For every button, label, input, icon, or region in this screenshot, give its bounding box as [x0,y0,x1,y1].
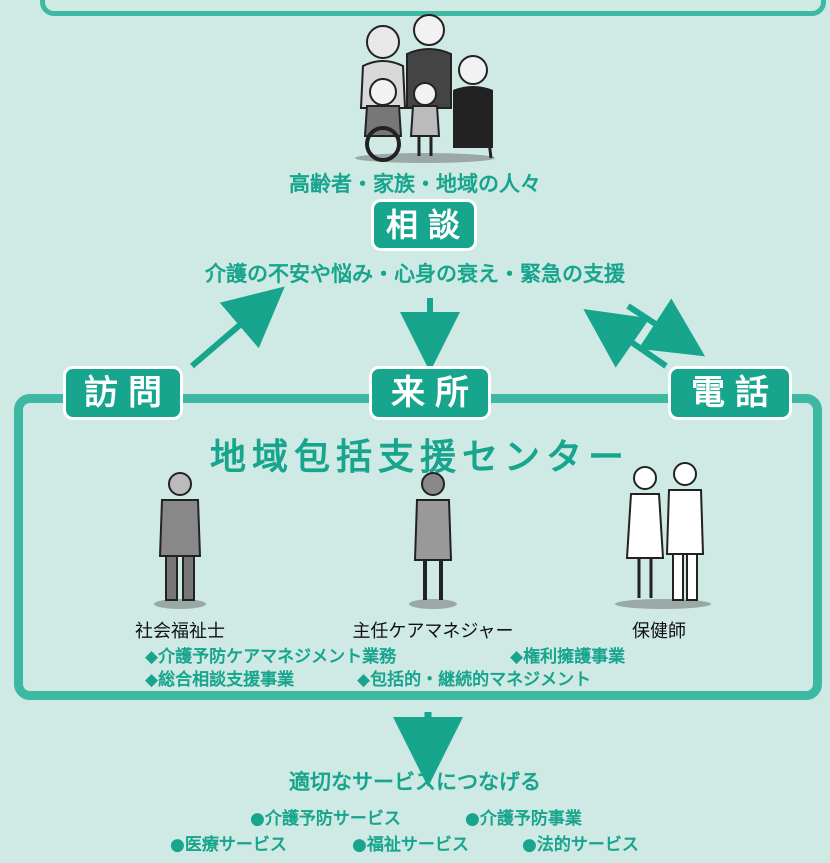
service-care-prevention-mgmt: ◆介護予防ケアマネジメント業務 [145,647,397,667]
bottom-care-prevention-service: ●介護予防サービス [250,809,401,829]
concerns-label: 介護の不安や悩み・心身の衰え・緊急の支援 [205,262,625,286]
staff-label-care-manager: 主任ケアマネジャー [352,621,514,642]
bottom-welfare-service: ●福祉サービス [352,835,469,855]
service-rights-advocacy: ◆権利擁護事業 [510,647,626,667]
center-title: 地域包括支援センター [209,437,630,478]
nurses-figure [615,462,711,609]
visit-badge: 訪問 [63,366,183,420]
staff-label-nurse: 保健師 [632,621,686,642]
top-frame [40,0,826,16]
come-badge: 来所 [369,366,491,420]
phone-arrow-up [583,308,668,369]
connect-label: 適切なサービスにつなげる [289,770,541,794]
service-comprehensive-mgmt: ◆包括的・継続的マネジメント [357,670,592,690]
service-general-consultation: ◆総合相談支援事業 [145,670,295,690]
people-label: 高齢者・家族・地域の人々 [289,172,541,196]
visit-arrow [190,286,285,369]
care-manager-figure [409,472,457,609]
phone-badge: 電話 [668,366,792,420]
staff-label-social-worker: 社会福祉士 [135,621,225,642]
social-worker-figure [154,472,206,609]
bottom-legal-service: ●法的サービス [522,835,639,855]
family-illustration [355,14,495,163]
phone-arrow-down [626,298,706,357]
consult-badge: 相談 [371,199,477,251]
bottom-care-prevention-project: ●介護予防事業 [465,809,582,829]
bottom-medical-service: ●医療サービス [170,835,287,855]
